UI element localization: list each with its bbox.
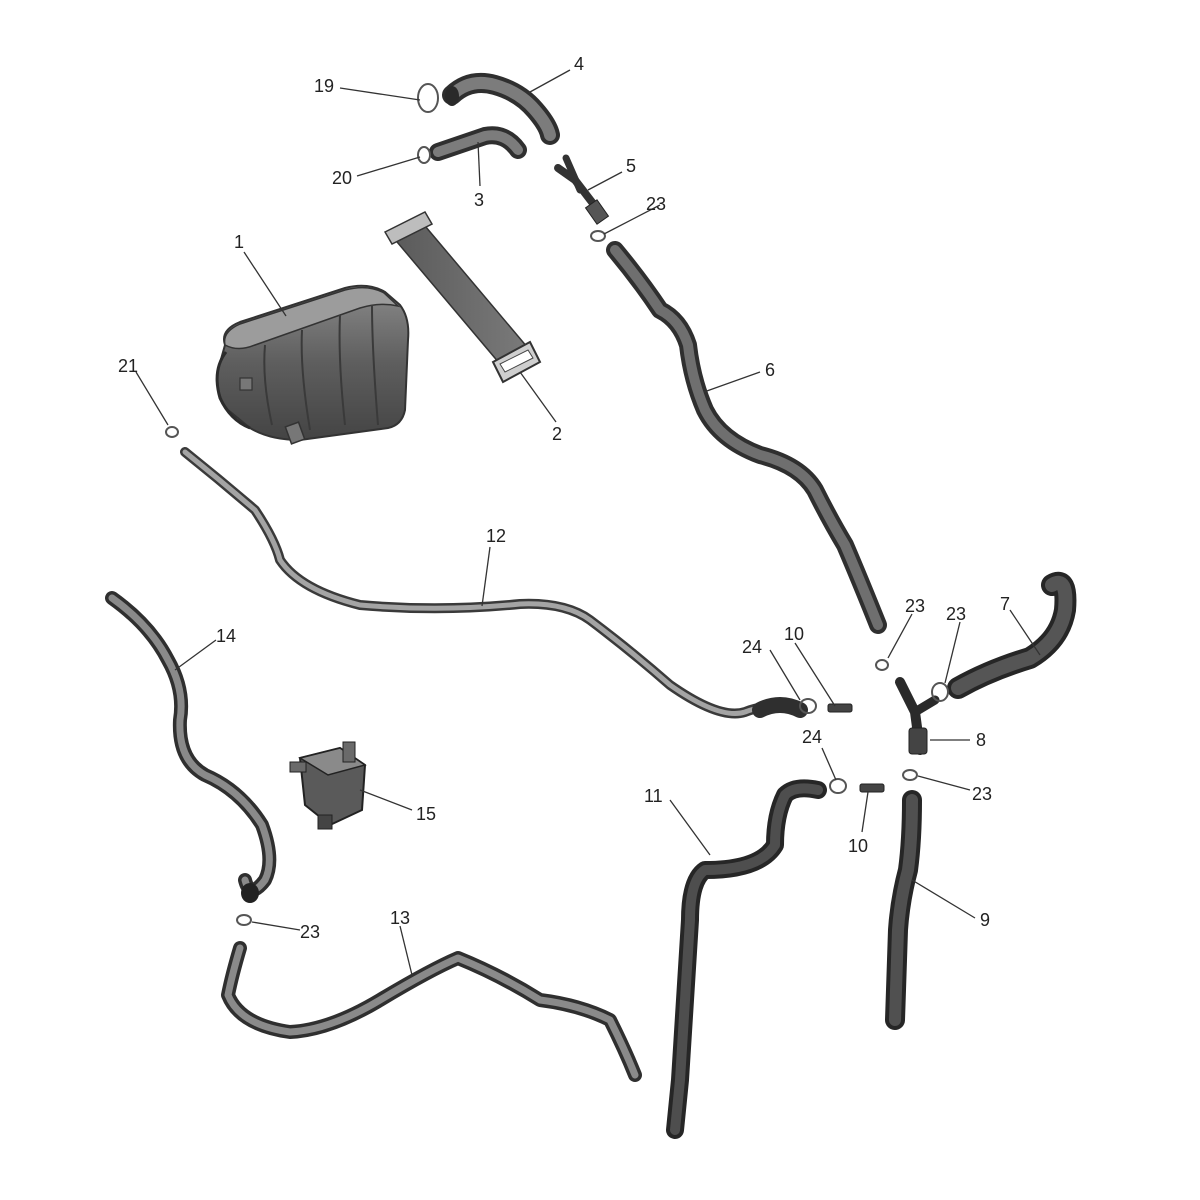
callout-11: 11	[644, 786, 663, 806]
callout-10-lower: 10	[848, 836, 868, 856]
callout-21: 21	[118, 356, 138, 376]
part-6-hose	[606, 241, 887, 634]
part-2-strap	[383, 211, 542, 384]
part-5-fitting	[554, 154, 610, 225]
callout-12: 12	[486, 526, 506, 546]
callout-24-upper: 24	[742, 637, 762, 657]
callout-13: 13	[390, 908, 410, 928]
part-13-hose	[221, 941, 642, 1082]
part-9-hose	[885, 790, 922, 1030]
callout-5: 5	[626, 156, 636, 176]
callout-23-right: 23	[972, 784, 992, 804]
part-12-hose	[180, 447, 808, 719]
callout-7: 7	[1000, 594, 1010, 614]
part-10-connectors	[827, 703, 885, 793]
callout-14: 14	[216, 626, 236, 646]
callout-4: 4	[574, 54, 584, 74]
callout-23-mid-right: 23	[946, 604, 966, 624]
callout-24-lower: 24	[802, 727, 822, 747]
part-15-valve	[289, 741, 367, 830]
callout-19: 19	[314, 76, 334, 96]
callout-23-left: 23	[300, 922, 320, 942]
part-3-hose	[429, 126, 527, 161]
clamps	[165, 83, 949, 926]
part-7-hose	[947, 571, 1077, 699]
part-4-hose	[442, 73, 560, 145]
callout-10-upper: 10	[784, 624, 804, 644]
part-1-canister	[215, 284, 410, 445]
callout-3: 3	[474, 190, 484, 210]
part-8-y-connector	[895, 677, 940, 755]
callout-2: 2	[552, 424, 562, 444]
callout-8: 8	[976, 730, 986, 750]
callout-15: 15	[416, 804, 436, 824]
part-11-hose	[666, 779, 827, 1139]
callout-1: 1	[234, 232, 244, 252]
callout-23-upper: 23	[646, 194, 666, 214]
callout-20: 20	[332, 168, 352, 188]
callout-labels: 1 2 3 4 5 6 7 8 9 10 10 11 12 13 14 15 1…	[118, 54, 1010, 942]
leader-lines	[135, 69, 1041, 976]
callout-23-mid-left: 23	[905, 596, 925, 616]
callout-6: 6	[765, 360, 775, 380]
part-14-hose	[105, 591, 277, 903]
callout-9: 9	[980, 910, 990, 930]
